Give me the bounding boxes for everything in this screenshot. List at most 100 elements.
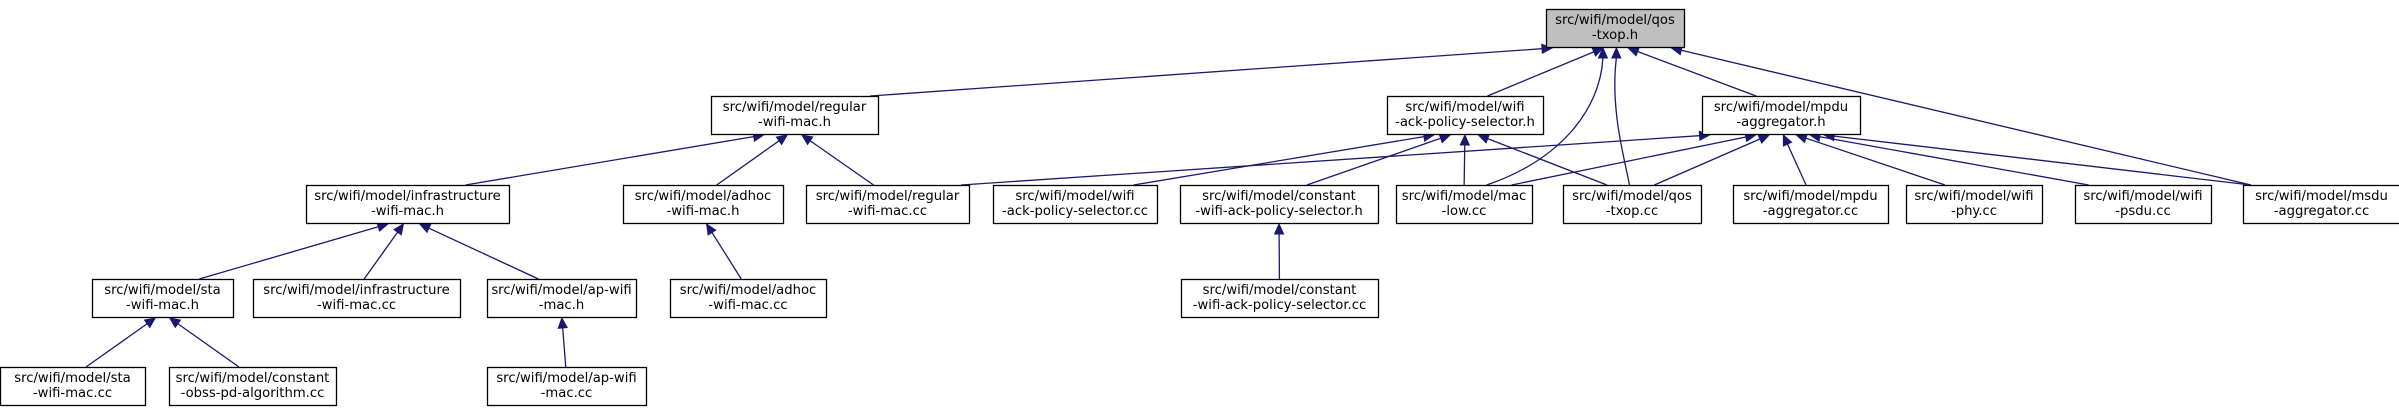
node-box [1562,184,1703,225]
node-regular-wifi-mac-h[interactable]: src/wifi/model/regular-wifi-mac.h [710,95,880,136]
edge-line [1511,136,1746,186]
node-box [486,278,638,319]
node-label-line: -low.cc [1442,204,1487,219]
nodes-layer: src/wifi/model/qos-txop.hsrc/wifi/model/… [0,8,2399,407]
node-label-line: src/wifi/model/msdu [2255,189,2388,204]
node-label-line: src/wifi/model/wifi [1914,189,2033,204]
node-label-line: src/wifi/model/sta [104,283,221,298]
node-label-line: src/wifi/model/adhoc [680,283,817,298]
node-infrastructure-wifi-mac-h[interactable]: src/wifi/model/infrastructure-wifi-mac.h [305,184,511,225]
edge-qos-txop-cc-to-wifi-ack-policy-selector-h [1477,133,1608,186]
edge-sta-wifi-mac-cc-to-sta-wifi-mac-h [85,317,157,368]
edge-regular-wifi-mac-cc-to-regular-wifi-mac-h [800,134,874,186]
node-box [1545,8,1686,49]
node-label-line: src/wifi/model/ap-wifi [496,371,636,386]
node-label-line: -mac.h [539,298,585,313]
arrowhead [775,134,789,146]
arrowhead [1459,133,1471,146]
node-adhoc-wifi-mac-cc[interactable]: src/wifi/model/adhoc-wifi-mac.cc [669,278,828,319]
node-label-line: -wifi-mac.cc [317,298,396,313]
node-box [2242,184,2399,225]
edge-constant-obss-pd-algorithm-cc-to-sta-wifi-mac-h [168,317,240,368]
node-constant-obss-pd-algorithm-cc[interactable]: src/wifi/model/constant-obss-pd-algorith… [168,366,338,407]
edge-line [1614,57,1631,186]
node-box [305,184,511,225]
arrowhead [1611,46,1622,59]
edge-regular-wifi-mac-h-to-qos-txop-h [869,43,1554,97]
edge-constant-wifi-ack-policy-selector-h-to-wifi-ack-policy-selector-h [1306,133,1452,186]
node-label-line: -ack-policy-selector.cc [1002,204,1148,219]
node-label-line: src/wifi/model/qos [1555,13,1675,28]
node-sta-wifi-mac-h[interactable]: src/wifi/model/sta-wifi-mac.h [91,278,235,319]
edge-line [1487,138,1608,186]
node-label-line: -psdu.cc [2115,204,2170,219]
node-msdu-aggregator-cc[interactable]: src/wifi/model/msdu-aggregator.cc [2242,184,2399,225]
node-box [669,278,828,319]
edge-ap-wifi-mac-cc-to-ap-wifi-mac-h [557,316,568,368]
node-wifi-ack-policy-selector-h[interactable]: src/wifi/model/wifi-ack-policy-selector.… [1386,95,1545,136]
edge-line [363,231,399,280]
edge-wifi-psdu-cc-to-mpdu-aggregator-h [1808,131,2089,186]
node-label-line: src/wifi/model/infrastructure [263,283,449,298]
node-label-line: -wifi-mac.h [666,204,739,219]
node-infrastructure-wifi-mac-cc[interactable]: src/wifi/model/infrastructure-wifi-mac.c… [252,278,462,319]
edge-line [809,140,874,186]
node-label-line: src/wifi/model/constant [1202,189,1356,204]
node-qos-txop-h[interactable]: src/wifi/model/qos-txop.h [1545,8,1686,49]
edge-line [869,48,1543,97]
node-box [486,366,648,407]
edge-ap-wifi-mac-h-to-infrastructure-wifi-mac-h [418,223,539,280]
edge-line [428,227,539,280]
node-box [168,366,338,407]
node-mpdu-aggregator-cc[interactable]: src/wifi/model/mpdu-aggregator.cc [1732,184,1890,225]
edge-line [1819,136,2089,186]
edge-mac-low-cc-to-qos-txop-h [1486,46,1609,186]
node-label-line: src/wifi/model/mac [1402,189,1527,204]
arrowhead [800,134,814,146]
edge-line [199,226,379,280]
node-wifi-phy-cc[interactable]: src/wifi/model/wifi-phy.cc [1905,184,2044,225]
node-adhoc-wifi-mac-h[interactable]: src/wifi/model/adhoc-wifi-mac.h [622,184,785,225]
edge-line [1306,137,1441,186]
node-box [805,184,971,225]
node-box [622,184,785,225]
node-label-line: src/wifi/model/sta [14,371,131,386]
node-box [0,366,147,407]
edge-line [1786,143,1807,186]
node-constant-wifi-ack-policy-selector-h[interactable]: src/wifi/model/constant-wifi-ack-policy-… [1179,184,1380,225]
edge-line [960,135,1700,186]
node-mac-low-cc[interactable]: src/wifi/model/mac-low.cc [1395,184,1534,225]
node-wifi-ack-policy-selector-cc[interactable]: src/wifi/model/wifi-ack-policy-selector.… [992,184,1159,225]
node-label-line: -phy.cc [1951,204,1997,219]
node-regular-wifi-mac-cc[interactable]: src/wifi/model/regular-wifi-mac.cc [805,184,971,225]
node-label-line: src/wifi/model/adhoc [635,189,772,204]
edge-msdu-aggregator-cc-to-mpdu-aggregator-h [1823,130,2252,186]
edge-line [711,232,742,280]
node-mpdu-aggregator-h[interactable]: src/wifi/model/mpdu-aggregator.h [1701,95,1862,136]
node-qos-txop-cc[interactable]: src/wifi/model/qos-txop.cc [1562,184,1703,225]
node-ap-wifi-mac-h[interactable]: src/wifi/model/ap-wifi-mac.h [486,278,638,319]
arrowhead [143,317,157,329]
node-ap-wifi-mac-cc[interactable]: src/wifi/model/ap-wifi-mac.cc [486,366,648,407]
node-label-line: -aggregator.cc [2274,204,2369,219]
node-label-line: -wifi-mac.h [126,298,199,313]
arrowhead [1627,46,1640,57]
node-label-line: src/wifi/model/qos [1572,189,1692,204]
node-label-line: -aggregator.h [1736,115,1825,130]
edge-sta-wifi-mac-h-to-infrastructure-wifi-mac-h [199,221,390,280]
node-label-line: -wifi-ack-policy-selector.h [1195,204,1362,219]
node-sta-wifi-mac-cc[interactable]: src/wifi/model/sta-wifi-mac.cc [0,366,147,407]
arrowhead [168,317,182,329]
edge-infrastructure-wifi-mac-h-to-regular-wifi-mac-h [465,131,765,186]
node-constant-wifi-ack-policy-selector-cc[interactable]: src/wifi/model/constant-wifi-ack-policy-… [1180,278,1380,319]
node-wifi-psdu-cc[interactable]: src/wifi/model/wifi-psdu.cc [2074,184,2213,225]
edge-adhoc-wifi-mac-cc-to-adhoc-wifi-mac-h [705,222,742,280]
node-label-line: src/wifi/model/regular [816,189,960,204]
node-box [1386,95,1545,136]
node-label-line: src/wifi/model/mpdu [1714,100,1848,115]
node-label-line: src/wifi/model/constant [176,371,330,386]
edge-constant-wifi-ack-policy-selector-cc-to-constant-wifi-ack-policy-selector-h [1273,222,1285,280]
node-label-line: src/wifi/model/wifi [2083,189,2202,204]
node-label-line: src/wifi/model/constant [1203,283,1357,298]
